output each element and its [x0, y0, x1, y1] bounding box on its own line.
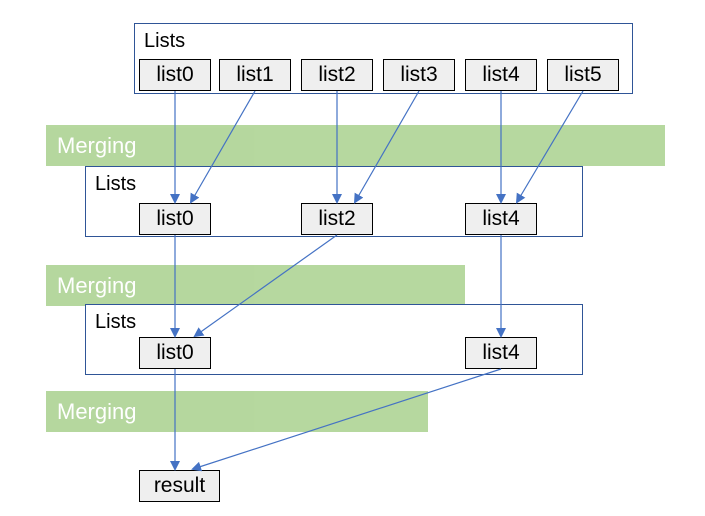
merging-label-2: Merging — [57, 273, 137, 298]
stage1-list1-box: list1 — [219, 59, 291, 91]
merging-band-1: Merging — [46, 125, 665, 166]
stage3-list4-box: list4 — [465, 337, 537, 369]
stage1-list4-box: list4 — [465, 59, 537, 91]
stage3-list0-box: list0 — [139, 337, 211, 369]
stage2-list4-box: list4 — [465, 203, 537, 235]
merging-band-2: Merging — [46, 265, 465, 306]
stage1-list5-box: list5 — [547, 59, 619, 91]
result-box: result — [139, 470, 220, 502]
lists-title-stage-3: Lists — [95, 311, 137, 333]
merging-label-3: Merging — [57, 399, 137, 424]
merging-band-3: Merging — [46, 391, 428, 432]
stage1-list0-box: list0 — [139, 59, 211, 91]
stage2-list0-box: list0 — [139, 203, 211, 235]
stage1-list3-box: list3 — [383, 59, 455, 91]
merging-label-1: Merging — [57, 133, 137, 158]
lists-title-stage-1: Lists — [144, 30, 186, 52]
stage2-list2-box: list2 — [301, 203, 373, 235]
stage1-list2-box: list2 — [301, 59, 373, 91]
lists-title-stage-2: Lists — [95, 173, 137, 195]
